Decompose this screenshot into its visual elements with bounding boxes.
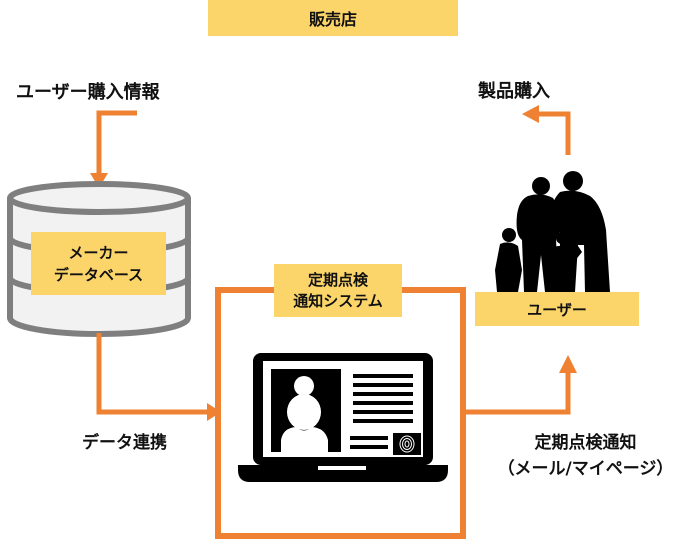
retailer-label: 販売店 <box>308 10 357 29</box>
arrow-purchase-info-to-db <box>90 110 137 188</box>
arrow-db-to-system <box>96 333 221 421</box>
inspection-system-label-box: 定期点検 通知システム <box>274 264 402 317</box>
inspection-system-label-line1: 定期点検 <box>307 270 368 289</box>
laptop-icon <box>238 353 448 482</box>
inspection-notice-line2: （メール/マイページ） <box>497 459 674 479</box>
inspection-system-label-line2: 通知システム <box>293 291 383 310</box>
inspection-notice-label: 定期点検通知 （メール/マイページ） <box>473 430 698 482</box>
user-label: ユーザー <box>527 300 587 319</box>
maker-database-label-box: メーカー データベース <box>31 232 166 295</box>
retailer-box: 販売店 <box>208 0 458 36</box>
product-purchase-label: 製品購入 <box>478 81 550 102</box>
arrow-user-to-purchase <box>522 105 571 155</box>
fingerprint-icon <box>393 433 421 455</box>
document-text-lines <box>350 374 413 449</box>
data-link-label: データ連携 <box>82 433 167 453</box>
maker-database-label-line2: データベース <box>53 265 144 284</box>
arrow-system-to-user <box>463 355 577 415</box>
maker-database-label-line1: メーカー <box>68 243 129 262</box>
user-purchase-info-label: ユーザー購入情報 <box>16 82 160 103</box>
profile-photo-icon <box>271 369 341 452</box>
user-label-box: ユーザー <box>475 292 639 326</box>
family-silhouette-icon <box>495 171 610 292</box>
inspection-notice-line1: 定期点検通知 <box>534 433 637 453</box>
